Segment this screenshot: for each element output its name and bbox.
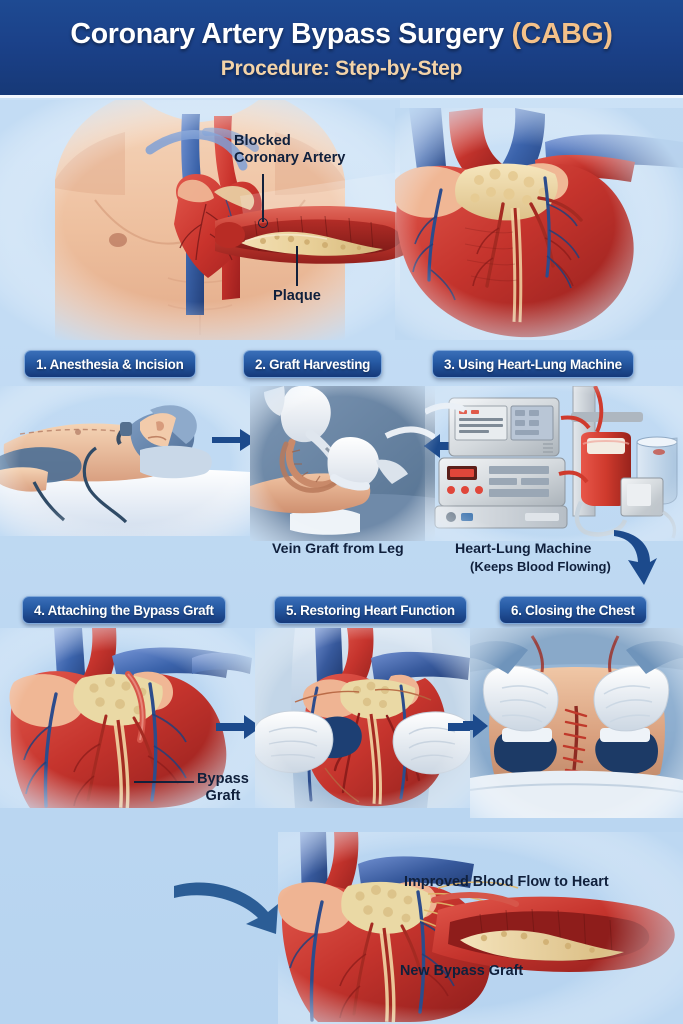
arrow-step6-inbound bbox=[463, 713, 489, 739]
caption-vein-graft-from-leg: Vein Graft from Leg bbox=[272, 541, 404, 557]
leader-line-plaque bbox=[296, 246, 298, 286]
caption-heart-lung-machine-sub: (Keeps Blood Flowing) bbox=[470, 559, 611, 574]
leader-dot-blocked-artery bbox=[258, 218, 268, 228]
badge-step-4[interactable]: 4. Attaching the Bypass Graft bbox=[22, 596, 226, 624]
caption-bypass-graft-line2: Graft bbox=[205, 787, 241, 804]
caption-heart-lung-machine-line1: Heart-Lung Machine bbox=[455, 541, 592, 557]
badge-step-3[interactable]: 3. Using Heart-Lung Machine bbox=[432, 350, 634, 378]
arrow-to-final-result bbox=[172, 880, 292, 950]
label-plaque: Plaque bbox=[273, 288, 321, 304]
page-title-main: Coronary Artery Bypass Surgery bbox=[70, 18, 512, 50]
badge-step-5[interactable]: 5. Restoring Heart Function bbox=[274, 596, 467, 624]
arrow-step4-to-step5 bbox=[216, 713, 262, 741]
illustration-heart-closeup bbox=[395, 108, 683, 340]
leader-line-bypass-graft bbox=[134, 781, 194, 783]
caption-heart-lung-machine: Heart-Lung Machine bbox=[455, 541, 591, 557]
arrow-row1-to-row2 bbox=[610, 528, 662, 588]
illustration-anesthesia-patient bbox=[0, 386, 250, 536]
label-blocked-artery-line2: Coronary Artery bbox=[234, 149, 346, 166]
page-title: Coronary Artery Bypass Surgery (CABG) bbox=[0, 18, 683, 51]
illustration-bypass-graft-attached bbox=[0, 628, 255, 808]
illustration-final-bypass-result bbox=[278, 832, 683, 1024]
label-improved-blood-flow: Improved Blood Flow to Heart bbox=[404, 874, 609, 890]
illustration-closing-chest bbox=[470, 628, 683, 818]
leader-line-blocked-artery bbox=[262, 174, 264, 222]
page-title-abbreviation: (CABG) bbox=[511, 18, 613, 50]
caption-bypass-graft-line1: Bypass bbox=[197, 771, 249, 787]
illustration-heart-lung-machine bbox=[425, 386, 683, 541]
label-new-bypass-graft: New Bypass Graft bbox=[400, 963, 524, 979]
label-blocked-artery-line1: Blocked bbox=[234, 133, 291, 149]
poster-header: Coronary Artery Bypass Surgery (CABG) Pr… bbox=[0, 0, 683, 98]
illustration-blocked-artery-cutaway bbox=[215, 185, 425, 300]
caption-bypass-graft: Bypass Graft bbox=[197, 771, 249, 804]
label-blocked-coronary-artery: Blocked Coronary Artery bbox=[234, 133, 345, 166]
illustration-graft-harvesting bbox=[250, 386, 435, 541]
badge-step-1[interactable]: 1. Anesthesia & Incision bbox=[24, 350, 196, 378]
arrow-step1-to-step2 bbox=[212, 425, 258, 455]
badge-step-6[interactable]: 6. Closing the Chest bbox=[499, 596, 647, 624]
illustration-restoring-heart-function bbox=[255, 628, 470, 808]
badge-step-2[interactable]: 2. Graft Harvesting bbox=[243, 350, 383, 378]
page-subtitle: Procedure: Step-by-Step bbox=[220, 57, 463, 80]
